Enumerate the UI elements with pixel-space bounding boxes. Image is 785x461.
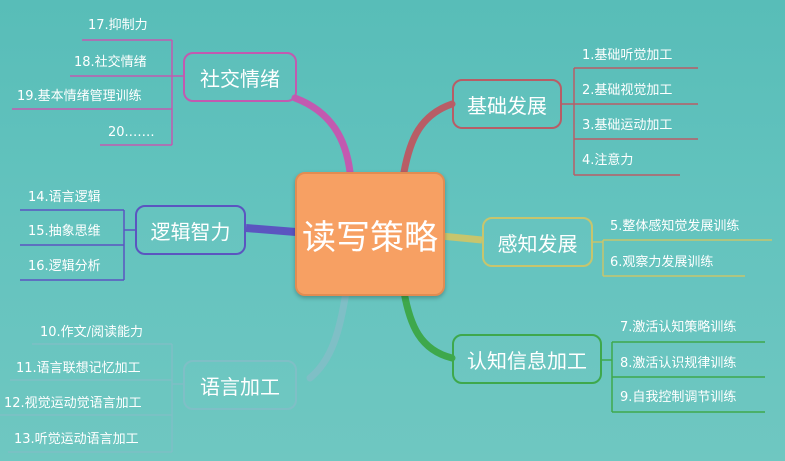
leaf-logic-1: 14.语言逻辑: [28, 190, 101, 205]
leaf-logic-3: 16.逻辑分析: [28, 259, 101, 274]
leaf-perception-2: 6.观察力发展训练: [610, 255, 714, 270]
logic-leaf-lines: [20, 209, 135, 281]
link-cognition: [400, 288, 456, 362]
branch-basic[interactable]: 基础发展: [452, 79, 562, 129]
leaf-social-1: 17.抑制力: [88, 18, 148, 33]
link-basic: [400, 100, 456, 176]
leaf-basic-1: 1.基础听觉加工: [582, 48, 673, 63]
leaf-cognition-1: 7.激活认知策略训练: [620, 320, 737, 335]
leaf-language-1: 10.作文/阅读能力: [40, 325, 144, 340]
leaf-basic-3: 3.基础运动加工: [582, 118, 673, 133]
link-language: [306, 288, 350, 382]
leaf-perception-1: 5.整体感知觉发展训练: [610, 219, 740, 234]
language-leaf-lines: [0, 343, 183, 453]
cognition-leaf-lines: [602, 341, 765, 413]
perception-leaf-lines: [593, 239, 772, 277]
branch-cognition[interactable]: 认知信息加工: [452, 334, 602, 384]
basic-leaf-lines: [562, 67, 698, 176]
leaf-language-2: 11.语言联想记忆加工: [16, 361, 141, 376]
leaf-logic-2: 15.抽象思维: [28, 224, 101, 239]
leaf-social-3: 19.基本情绪管理训练: [17, 89, 142, 104]
leaf-cognition-3: 9.自我控制调节训练: [620, 390, 737, 405]
leaf-social-4: 20.……: [108, 125, 155, 140]
leaf-social-2: 18.社交情绪: [74, 55, 147, 70]
leaf-basic-2: 2.基础视觉加工: [582, 83, 673, 98]
leaf-basic-4: 4.注意力: [582, 153, 634, 168]
branch-social[interactable]: 社交情绪: [183, 52, 297, 102]
branch-language[interactable]: 语言加工: [183, 360, 297, 410]
center-node[interactable]: 读写策略: [295, 172, 445, 296]
social-leaf-lines: [12, 39, 183, 146]
leaf-cognition-2: 8.激活认识规律训练: [620, 356, 737, 371]
branch-logic[interactable]: 逻辑智力: [135, 205, 246, 255]
leaf-language-4: 13.听觉运动语言加工: [14, 432, 139, 447]
branch-perception[interactable]: 感知发展: [482, 217, 593, 267]
link-social: [291, 94, 354, 176]
leaf-language-3: 12.视觉运动觉语言加工: [4, 396, 142, 411]
link-perception: [440, 232, 483, 244]
link-logic: [245, 224, 297, 236]
